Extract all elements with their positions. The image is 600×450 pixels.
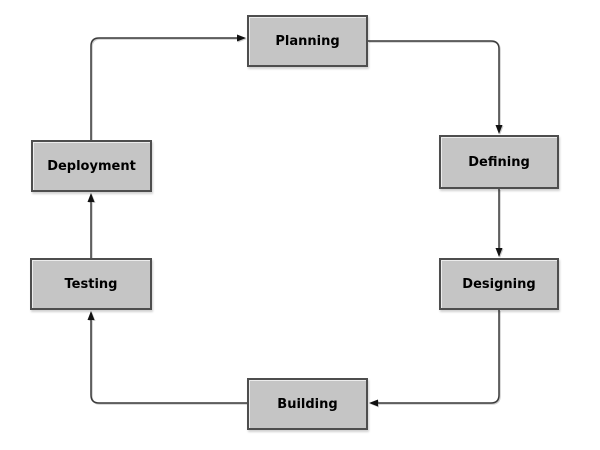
node-building-label: Building [277,396,338,412]
node-designing: Designing [439,258,559,310]
connector-planning-to-defining [368,40,503,134]
node-deployment: Deployment [31,140,152,192]
node-defining: Defining [439,135,559,189]
node-testing: Testing [30,258,152,310]
connector-deployment-to-planning [90,34,246,141]
node-defining-label: Defining [468,154,530,170]
node-designing-label: Designing [462,276,536,292]
node-deployment-label: Deployment [47,158,136,174]
node-planning: Planning [247,15,368,67]
connector-designing-to-building [369,310,500,407]
node-building: Building [247,378,368,430]
node-testing-label: Testing [64,276,118,292]
node-planning-label: Planning [275,33,340,49]
connector-building-to-testing [87,311,247,404]
